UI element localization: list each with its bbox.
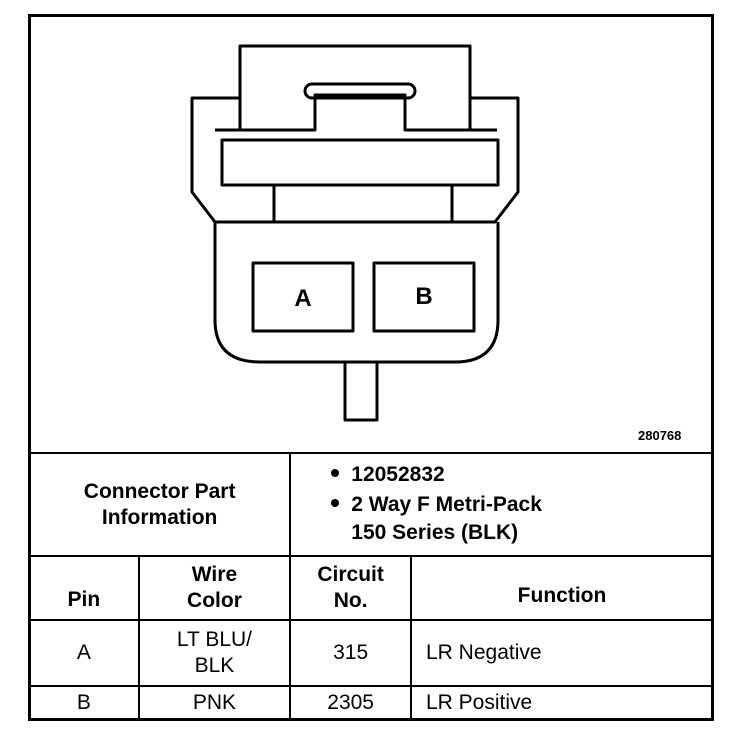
row-circuit: 2305 [289,685,412,720]
table-header-row: Pin Wire Color Circuit No. Function [28,555,714,621]
connector-rib [220,138,500,187]
part-number-item: 12052832 [331,460,712,490]
bullet-icon [331,499,340,507]
row-pin: B [28,685,140,720]
table-row: A LT BLU/ BLK 315 LR Negative [28,619,714,687]
header-pin: Pin [28,555,140,621]
row-circuit: 315 [289,619,412,687]
connector-part-details: 12052832 2 Way F Metri-Pack 150 Series (… [289,452,714,557]
latch-slot [303,82,417,100]
connector-table: Connector Part Information 12052832 2 Wa… [27,452,714,720]
row-wire-line2: BLK [194,654,235,677]
row-function: LR Positive [410,685,714,720]
description-line2: 150 Series (BLK) [351,521,519,544]
pin-cavity-a [251,261,355,333]
pin-b-label: B [415,283,432,310]
wire-exit [343,362,379,422]
header-circuit-line1: Circuit [317,563,384,586]
row-wire-color: LT BLU/ BLK [137,619,292,687]
pin-cavity-b [372,261,476,333]
description-item: 2 Way F Metri-Pack [331,490,712,520]
reference-number: 280768 [638,428,682,443]
description-line1: 2 Way F Metri-Pack [351,493,542,516]
row-wire-line1: LT BLU/ [176,628,253,651]
pin-a-label: A [294,285,311,312]
connector-latch [238,44,472,132]
connector-body [213,222,500,364]
part-number: 12052832 [351,463,445,486]
header-circuit: Circuit No. [289,555,412,621]
header-circuit-line2: No. [333,589,368,612]
row-function: LR Negative [410,619,714,687]
header-wire-line2: Color [187,589,242,612]
header-wire-line1: Wire [191,563,238,586]
connector-part-label-line1: Connector Part [83,479,236,503]
connector-part-info-label: Connector Part Information [27,452,292,557]
header-wire-color: Wire Color [137,555,292,621]
connector-part-label-line2: Information [101,505,218,529]
row-pin: A [28,619,140,687]
bullet-icon [331,469,340,477]
connector-housing-top [190,96,520,224]
table-row: B PNK 2305 LR Positive [28,685,714,720]
diagram-frame [28,14,714,721]
header-function: Function [410,555,714,621]
connector-info-row: Connector Part Information 12052832 2 Wa… [27,452,714,557]
row-wire-color: PNK [137,685,292,720]
